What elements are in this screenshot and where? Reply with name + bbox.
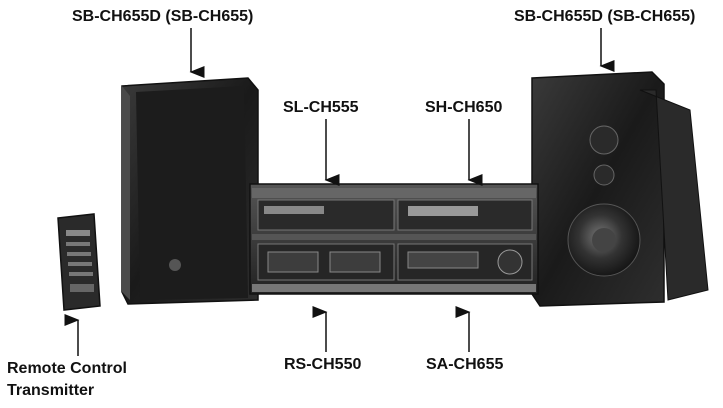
label-remote-line1: Remote Control — [7, 360, 127, 377]
callout-arrows — [189, 28, 615, 186]
label-speaker-right: SB-CH655D (SB-CH655) — [514, 8, 696, 25]
remote-control — [57, 213, 101, 311]
label-remote-line2: Transmitter — [7, 382, 95, 399]
label-cassette-deck: RS-CH550 — [284, 356, 362, 373]
label-amplifier: SA-CH655 — [426, 356, 504, 373]
center-component-stack — [249, 183, 539, 295]
callout-arrows-up — [64, 306, 471, 356]
right-speaker — [531, 71, 709, 307]
label-tuner: SH-CH650 — [425, 99, 503, 116]
label-remote-control: Remote Control Transmitter — [7, 358, 127, 402]
left-speaker — [121, 77, 259, 305]
label-speaker-left: SB-CH655D (SB-CH655) — [72, 8, 254, 25]
label-cd-player: SL-CH555 — [283, 99, 359, 116]
